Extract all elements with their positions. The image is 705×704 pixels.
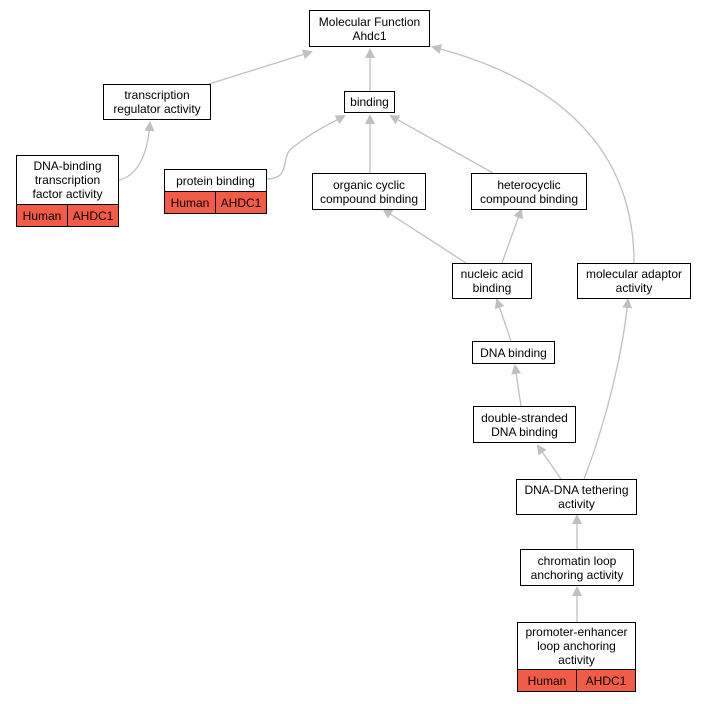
node-label: Molecular Function Ahdc1 <box>318 14 421 43</box>
edge-ddta-to-maa <box>583 298 633 480</box>
node-dna-binding-transcription-factor-activity[interactable]: DNA-binding transcription factor activit… <box>16 155 119 227</box>
gene-cell: AHDC1 <box>67 205 118 226</box>
node-label: DNA-binding transcription factor activit… <box>32 159 103 201</box>
node-label: heterocyclic compound binding <box>479 177 579 206</box>
node-label: molecular adaptor activity <box>585 267 683 295</box>
node-molecular-adaptor-activity[interactable]: molecular adaptor activity <box>577 263 691 299</box>
node-organic-cyclic-compound-binding[interactable]: organic cyclic compound binding <box>312 173 426 210</box>
node-label: promoter-enhancer loop anchoring activit… <box>525 625 628 667</box>
node-molecular-function[interactable]: Molecular Function Ahdc1 <box>309 10 430 47</box>
node-double-stranded-dna-binding[interactable]: double-stranded DNA binding <box>473 406 576 443</box>
edge-tra-to-mf <box>208 49 313 85</box>
node-chromatin-loop-anchoring-activity[interactable]: chromatin loop anchoring activity <box>520 549 634 586</box>
node-promoter-enhancer-loop-anchoring-activity[interactable]: promoter-enhancer loop anchoring activit… <box>517 622 636 692</box>
node-protein-binding[interactable]: protein binding Human AHDC1 <box>164 169 267 214</box>
edge-dbtf-to-tra <box>118 121 155 181</box>
node-label: binding <box>350 95 389 109</box>
species-cell: Human <box>518 670 576 691</box>
gene-cell: AHDC1 <box>576 670 635 691</box>
node-nucleic-acid-binding[interactable]: nucleic acid binding <box>452 263 532 299</box>
node-binding[interactable]: binding <box>344 91 395 113</box>
edge-nab-to-occb <box>382 208 467 264</box>
annotation-row: Human AHDC1 <box>518 669 635 691</box>
edge-dsdb-to-dnab <box>511 364 522 407</box>
species-cell: Human <box>17 205 67 226</box>
edge-ddta-to-dsdb <box>536 444 562 480</box>
node-label: transcription regulator activity <box>113 88 201 116</box>
annotation-row: Human AHDC1 <box>17 204 118 226</box>
edge-dnab-to-nab <box>494 298 512 342</box>
edge-maa-to-mf <box>431 44 635 264</box>
node-label: DNA-DNA tethering activity <box>524 483 629 511</box>
node-dna-binding[interactable]: DNA binding <box>472 341 555 364</box>
edge-nab-to-hcb <box>501 208 524 264</box>
node-transcription-regulator-activity[interactable]: transcription regulator activity <box>103 84 211 120</box>
node-label: DNA binding <box>480 345 547 360</box>
node-dna-dna-tethering-activity[interactable]: DNA-DNA tethering activity <box>516 479 637 515</box>
node-heterocyclic-compound-binding[interactable]: heterocyclic compound binding <box>471 173 587 210</box>
annotation-row: Human AHDC1 <box>165 191 266 213</box>
edge-hcb-to-binding <box>389 115 494 174</box>
node-label: nucleic acid binding <box>460 267 524 295</box>
node-label: double-stranded DNA binding <box>481 410 568 439</box>
node-label: chromatin loop anchoring activity <box>530 553 624 582</box>
edge-pb-to-binding <box>265 115 346 180</box>
node-label: organic cyclic compound binding <box>319 177 419 206</box>
gene-cell: AHDC1 <box>215 192 266 213</box>
species-cell: Human <box>165 192 215 213</box>
node-label: protein binding <box>176 173 255 188</box>
